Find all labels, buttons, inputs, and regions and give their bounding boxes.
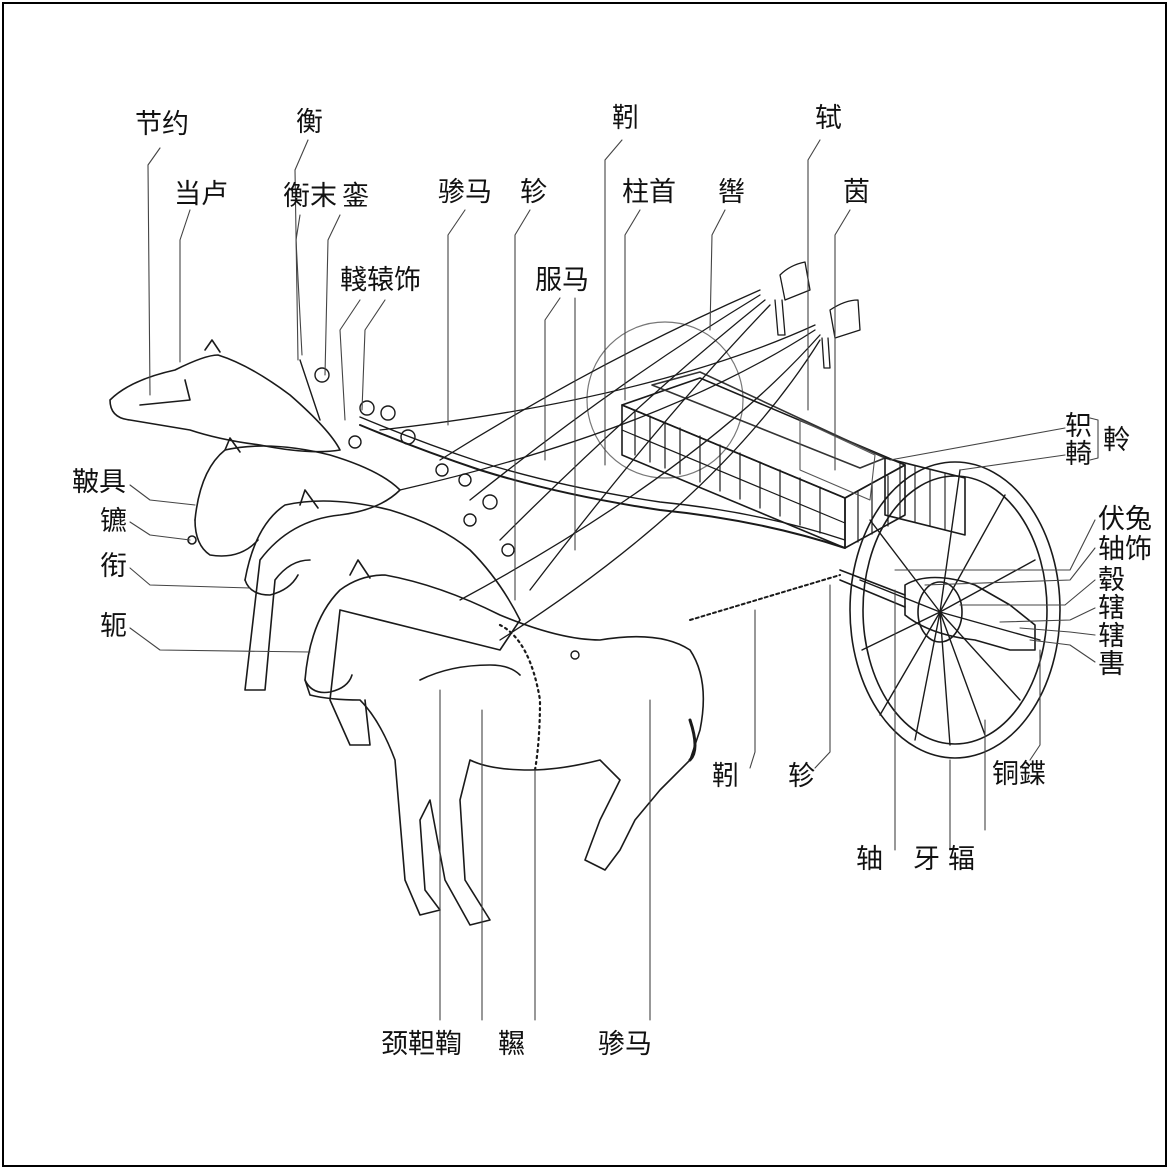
label-yin-mat: 茵: [843, 177, 870, 208]
label-tong-die: 铜鍱: [992, 759, 1046, 790]
label-zhou-shi: 轴饰: [1098, 534, 1152, 565]
label-gu: 毂: [1098, 565, 1125, 596]
label-fu: 辐: [948, 844, 975, 875]
label-pei: 辔: [718, 177, 745, 208]
yoke-fittings: [299, 359, 580, 660]
label-ling: 軨: [1103, 425, 1130, 456]
far-wheel: [586, 321, 744, 479]
label-wei: 軎: [1098, 649, 1125, 680]
label-fu-ma: 服马: [535, 265, 589, 296]
label-can-ma-top: 骖马: [438, 177, 492, 208]
label-e: 轭: [100, 611, 127, 642]
near-wheel: [839, 461, 1061, 759]
label-ji-ju: 鞁具: [72, 467, 126, 498]
chariot-box: [621, 371, 906, 549]
label-ge: 轸: [520, 177, 547, 208]
label-heng: 衡: [296, 107, 323, 138]
label-yin-top: 靷: [612, 103, 639, 134]
label-can-ma-bottom: 骖马: [598, 1029, 652, 1060]
label-futu: 伏兔: [1098, 504, 1152, 535]
label-jing-e: 颈靼鞫: [381, 1029, 462, 1060]
label-zhou: 轴: [856, 844, 883, 875]
horse-3: [244, 489, 521, 746]
label-zhu-shou: 柱首: [622, 177, 676, 208]
horse-4: [304, 559, 705, 926]
label-zhen: 轸: [788, 761, 815, 792]
horse-1: [109, 339, 341, 453]
label-yin-bottom: 靷: [712, 761, 739, 792]
horse-2: [187, 437, 401, 691]
label-heng-mo: 衡末: [283, 181, 337, 212]
reins: [379, 261, 861, 641]
label-gou: 韅: [498, 1029, 525, 1060]
shaft: [359, 416, 846, 621]
label-zhi: 轵: [1065, 411, 1092, 442]
label-yuan-shi: 輚辕饰: [340, 265, 421, 296]
label-dang-lu: 当卢: [174, 179, 228, 210]
leader-lines: [129, 139, 1099, 1021]
label-xian: 衔: [100, 551, 127, 582]
label-guan: 辖: [1098, 593, 1125, 624]
label-xia: 辖: [1098, 621, 1125, 652]
label-jieyue: 节约: [135, 109, 189, 140]
label-shi: 轼: [815, 103, 842, 134]
label-biao: 镳: [100, 506, 127, 537]
rear-rail: [884, 457, 966, 536]
label-ya: 牙: [913, 844, 940, 875]
label-luan: 銮: [342, 181, 369, 212]
label-lan: 輢: [1065, 439, 1092, 470]
